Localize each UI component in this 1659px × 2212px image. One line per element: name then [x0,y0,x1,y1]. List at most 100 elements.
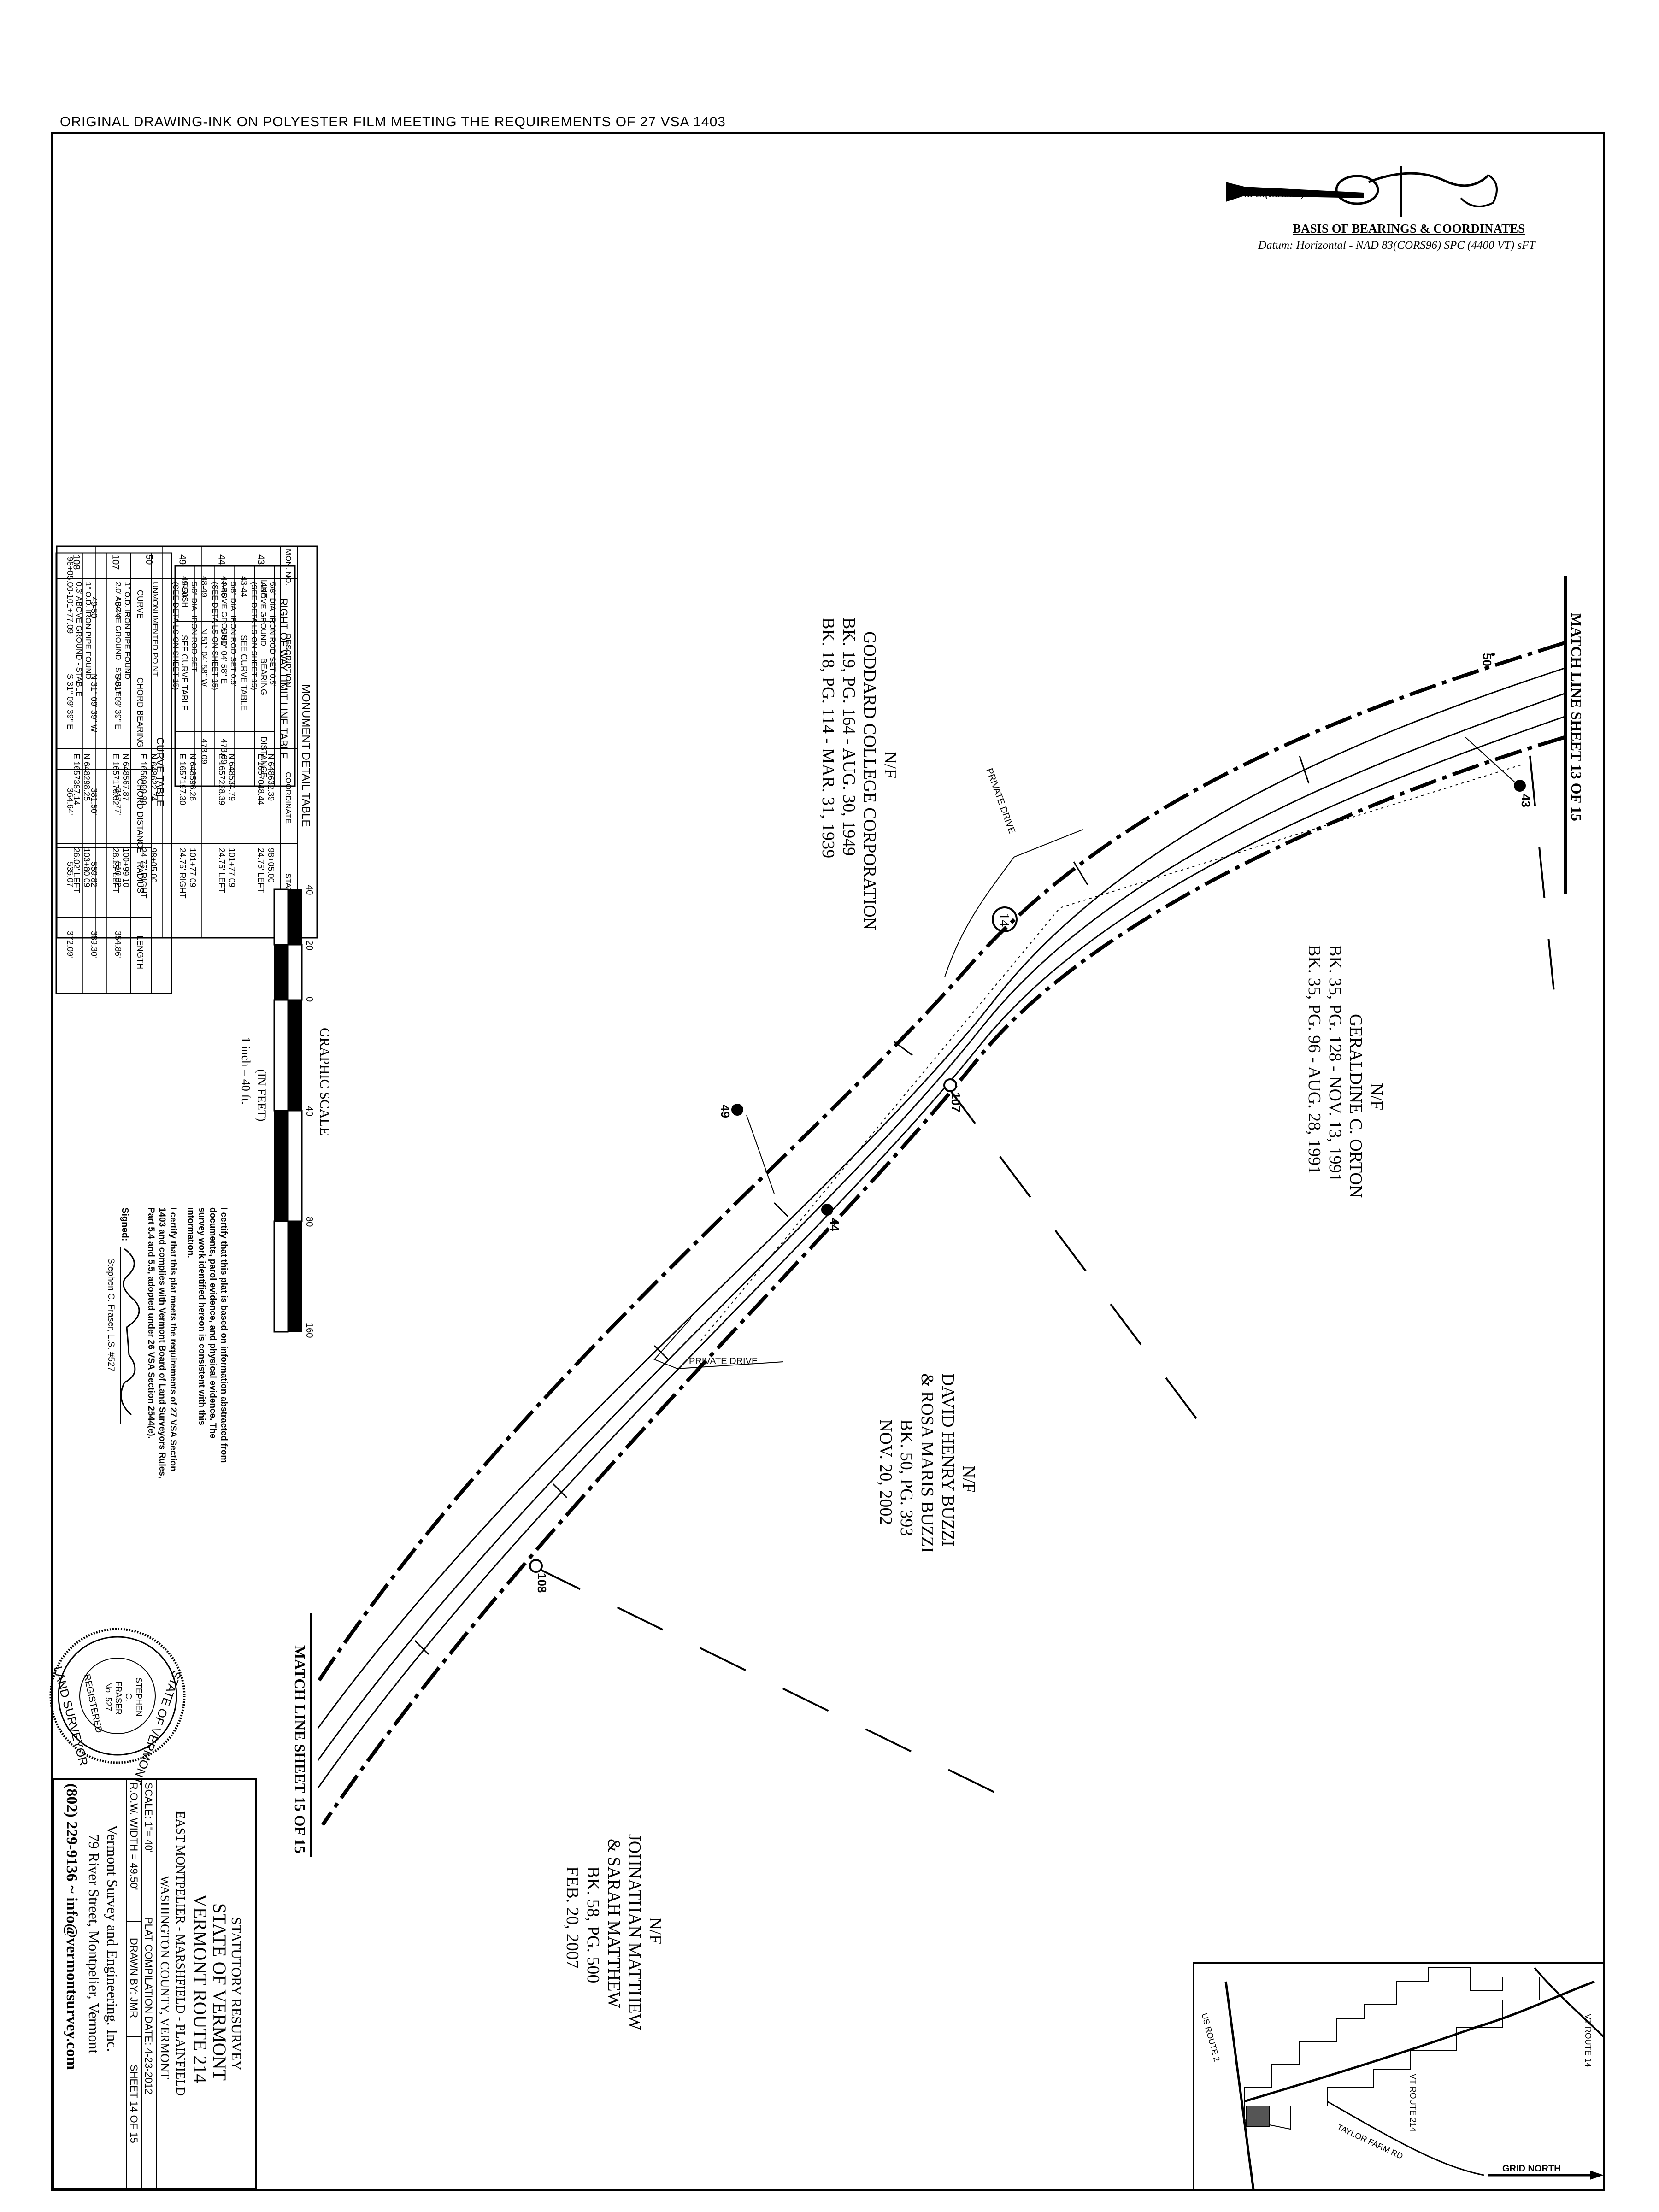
firm-address: 79 River Street, Montpelier, Vermont [86,1834,102,2053]
title-line-2: STATE OF VERMONT [209,1903,230,2081]
mon-row-coord: E 1657048.44 [256,753,265,805]
mon-row-desc: 5/8" DIA. IRON ROD SET 0.5' [268,582,277,686]
monument-108 [529,1559,543,1573]
mon-row-coord: E 1656999.89 [139,753,148,805]
curve-cell: 372.09' [65,931,75,958]
north-arrow-icon: NAD 83(CORS96) [1226,166,1498,217]
seal-name-3: FRASER [114,1681,123,1715]
row-table-title: RIGHT OF WAY LIMIT LINE TABLE [278,598,289,759]
curve-cell: 364.64' [65,788,75,815]
row-distance: 473.09' [200,739,209,766]
curve-header: CHORD BEARING [135,677,145,747]
road-centerline [317,693,1565,1761]
curve-cell: 347.77' [113,788,123,815]
curve-cell: 389.30' [89,931,99,958]
row-header: DISTANCE [259,736,268,778]
mon-row-station: 24.75' RIGHT [178,848,187,898]
offset-leader-49 [746,1115,775,1194]
buzzi-name-2: & ROSA MARIS BUZZI [918,1373,937,1553]
curve-cell: 535.07' [65,862,75,889]
title-line-3: VERMONT ROUTE 214 [190,1894,211,2083]
mon-row-desc: 1" O.D. IRON PIPE FOUND [123,582,132,679]
basis-of-bearings: NAD 83(CORS96) BASIS OF BEARINGS & COORD… [1226,166,1536,252]
mon-row-coord: N 648596.28 [188,753,197,801]
matthew-bk: BK. 58, PG. 500 [583,1866,603,1983]
monument-44 [821,1204,833,1216]
chord-line [700,765,1521,1341]
mon-row-station: 101+77.09 [188,848,197,888]
curve-cell: S 31° 09' 39" E [113,674,123,729]
title-scale: SCALE: 1"= 40' [143,1783,154,1853]
locator-taylor-road [1327,2100,1484,2176]
cert-signed: Signed: [120,1207,130,1241]
property-line-matthew [534,1566,1005,1798]
cert-p1-l1: I certify that this plat is based on inf… [219,1207,229,1463]
cert-p1-l3: survey work identified hereon is consist… [197,1207,206,1425]
mon-row-station: 103+80.09 [82,848,91,888]
seal-name-1: STEPHEN [134,1677,143,1717]
monument-label-108: 108 [535,1573,549,1593]
mon-row-desc: 2.0' ABOVE GROUND - STABLE [114,582,123,697]
matthew-name-1: JOHNATHAN MATTHEW [625,1834,644,2030]
mon-row-desc: ABOVE GROUND [259,582,268,646]
mon-row-coord: N 648632.39 [266,753,276,801]
mon-row-coord: E 1657387.14 [72,753,81,805]
owner-orton: N/F GERALDINE C. ORTON BK. 35, PG. 128 -… [1305,945,1386,1198]
mon-row-desc: ABOVE GROUND [220,582,229,646]
scale-tick-3: 0 [304,997,314,1002]
cert-p1-l2: documents, parol evidence, and physical … [208,1207,218,1439]
mon-row-no: 107 [111,554,121,570]
curve-table-title: CURVE TABLE [154,737,166,806]
scale-tick-5: 80 [304,1217,314,1227]
locator-vt214-road [1244,1980,1595,2103]
sheet-ref-number: 14 [997,913,1012,927]
cert-p2-l3: Part 5.4 and 5.5, adopted under 26 VSA S… [146,1207,156,1439]
curve-cell: 49-50 [89,597,99,618]
buzzi-bk: BK. 50, PG. 393 [897,1419,916,1536]
mon-row-station: 100+99.10 [121,848,130,888]
mon-row-no: 43 [256,554,266,565]
private-drive-south [653,1318,784,1370]
seal-name-4: No. 527 [104,1682,113,1711]
locator-vt14: VT ROUTE 14 [1583,2014,1593,2067]
curve-cell: 559.82' [89,862,99,889]
monument-labels: 50 43 49 44 107 108 [535,653,1533,1593]
curve-cell: 43-44 [113,597,123,618]
mon-row-desc: FLUSH [181,582,189,608]
scale-title: GRAPHIC SCALE [317,1028,332,1135]
basis-datum: Datum: Horizontal - NAD 83(CORS96) SPC (… [1258,239,1536,252]
firm-contact: (802) 229-9136 ~ info@vermontsurvey.com [63,1783,80,2070]
orton-bk2: BK. 35, PG. 96 - AUG. 28, 1991 [1305,945,1324,1174]
title-sheet: SHEET 14 OF 15 [128,2065,140,2143]
title-line-5: WASHINGTON COUNTY, VERMONT [158,1876,172,2079]
curve-cell: 98+05.00-101+77.09 [65,557,75,634]
goddard-bk2: BK. 18, PG. 114 - MAR. 31, 1939 [818,618,838,858]
mon-header-desc: DESCRIPTION [284,634,293,687]
locator-vt214: VT ROUTE 214 [1408,2074,1418,2132]
mon-row-station: 24.75' RIGHT [139,848,148,898]
row-distance: 473.09' [219,739,229,766]
cert-p2-l1: I certify that this plat meets the requi… [168,1207,178,1471]
surveyor-seal: STATE OF VERMONT LAND SURVEYOR STEPHEN C… [49,1628,186,1786]
buzzi-nf: N/F [959,1465,978,1493]
owner-buzzi: N/F DAVID HENRY BUZZI & ROSA MARIS BUZZI… [876,1373,978,1553]
row-bearing: SEE CURVE TABLE [239,635,248,711]
locator-map: US ROUTE 2 VT ROUTE 14 VT ROUTE 214 TAYL… [1193,1962,1605,2191]
mon-row-station: 28.15' LEFT [111,848,120,893]
curve-cell: S 31° 09' 39" E [65,674,75,729]
curve-cell: N 31° 09' 39" W [89,674,99,732]
mon-row-station: 24.75' LEFT [217,848,226,893]
property-line-orton [944,1082,1222,1453]
seal-name-2: C. [124,1693,133,1701]
monument-label-50: 50 [1480,653,1494,666]
mon-row-station: 101+77.09 [227,848,236,888]
mon-row-desc: 1" O.D. IRON PIPE FOUND [84,582,93,679]
private-drive-label-1: PRIVATE DRIVE [984,767,1017,835]
mon-row-coord: N 648298.25 [82,753,91,801]
station-ticks [414,755,1310,1655]
row-bearing: S 51° 04' 58" E [219,628,229,684]
row-header: BEARING [259,658,268,695]
curve-header: RADIUS [135,862,145,893]
